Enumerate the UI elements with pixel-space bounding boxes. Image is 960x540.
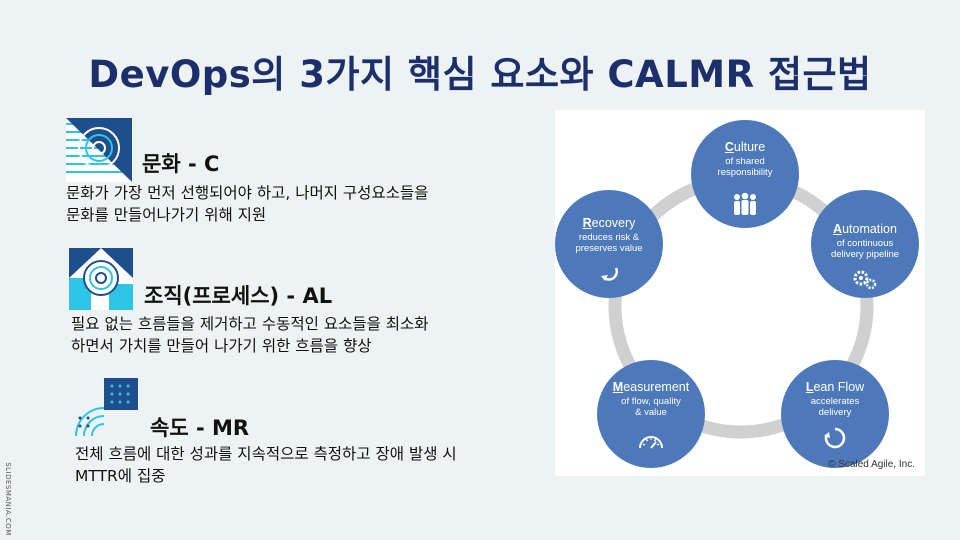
culture-target-icon bbox=[66, 118, 132, 186]
desc-line: 전체 흐름에 대한 성과를 지속적으로 측정하고 장애 발생 시 bbox=[75, 445, 457, 463]
desc-line: MTTR에 집중 bbox=[75, 467, 166, 485]
node-title: Recovery bbox=[582, 216, 636, 230]
node-title: Culture bbox=[724, 140, 766, 154]
node-desc: reduces risk &preserves value bbox=[575, 232, 643, 254]
section-heading-speed: 속도 - MR bbox=[150, 416, 250, 440]
gauge-icon bbox=[639, 436, 663, 449]
node-desc: of flow, quality& value bbox=[621, 396, 681, 418]
section-heading-culture: 문화 - C bbox=[142, 152, 220, 176]
node-title: Measurement bbox=[612, 380, 690, 394]
organization-target-icon bbox=[69, 248, 133, 314]
speed-radar-icon bbox=[74, 378, 138, 444]
desc-line: 문화가 가장 먼저 선행되어야 하고, 나머지 구성요소들을 bbox=[66, 184, 429, 202]
node-title: Lean Flow bbox=[805, 380, 865, 394]
section-heading-organization: 조직(프로세스) - AL bbox=[144, 284, 333, 308]
cycle-icon bbox=[824, 427, 846, 449]
slide-title: DevOps의 3가지 핵심 요소와 CALMR 접근법 bbox=[88, 53, 872, 96]
desc-line: 필요 없는 흐름들을 제거하고 수동적인 요소들을 최소화 bbox=[71, 315, 429, 333]
undo-arrow-icon bbox=[601, 267, 619, 281]
section-desc-culture: 문화가 가장 먼저 선행되어야 하고, 나머지 구성요소들을 문화를 만들어나가… bbox=[66, 182, 428, 226]
desc-line: 하면서 가치를 만들어 나가기 위한 흐름을 향상 bbox=[71, 337, 372, 355]
desc-line: 문화를 만들어나가기 위해 지원 bbox=[66, 206, 267, 224]
copyright-text: © Scaled Agile, Inc. bbox=[828, 459, 915, 470]
gears-icon bbox=[853, 270, 877, 290]
people-icon bbox=[734, 192, 756, 215]
calmr-node-recovery: Recovery reduces risk &preserves value bbox=[555, 190, 663, 298]
section-desc-organization: 필요 없는 흐름들을 제거하고 수동적인 요소들을 최소화 하면서 가치를 만들… bbox=[71, 313, 429, 357]
slidesmania-watermark: SLIDESMANIA.COM bbox=[3, 462, 12, 536]
calmr-node-measurement: Measurement of flow, quality& value bbox=[597, 360, 705, 468]
section-desc-speed: 전체 흐름에 대한 성과를 지속적으로 측정하고 장애 발생 시 MTTR에 집… bbox=[75, 443, 457, 487]
node-title: Automation bbox=[833, 222, 897, 236]
